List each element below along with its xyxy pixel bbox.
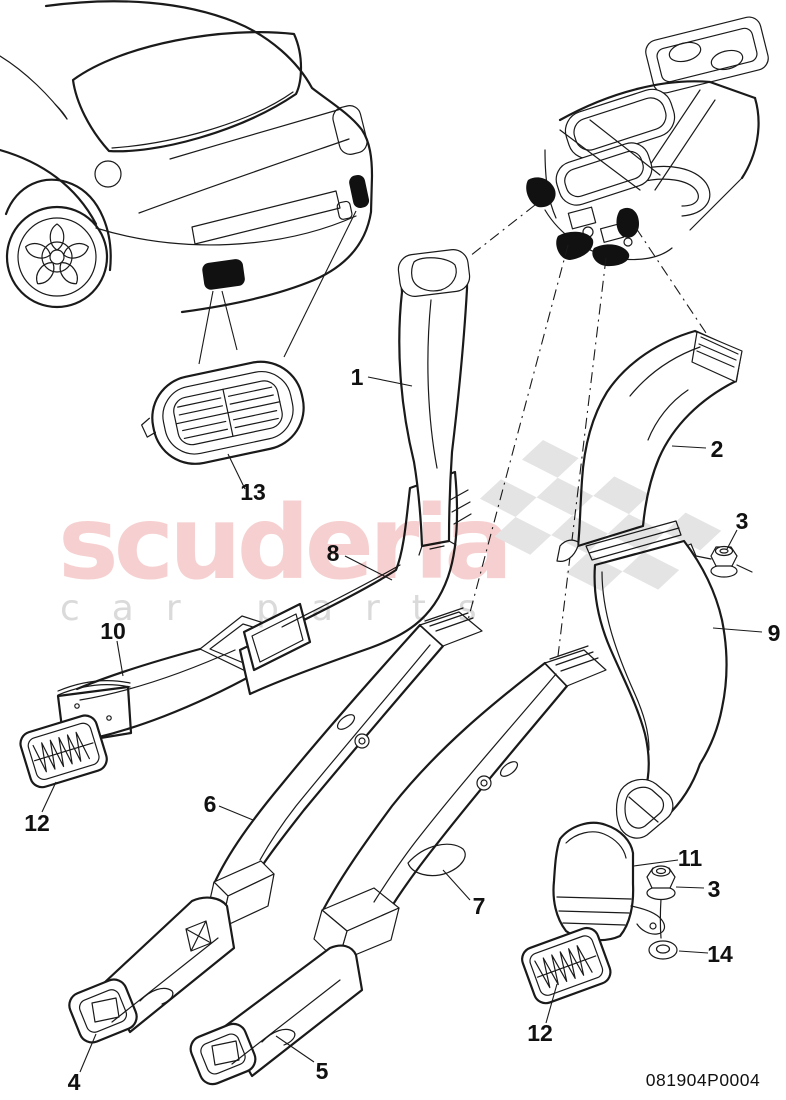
watermark-brand: scuderia [58, 484, 508, 603]
wheel [5, 205, 109, 309]
checkered-flag-watermark [479, 440, 722, 592]
callout-3-lower: 3 [708, 876, 721, 902]
callout-2: 2 [711, 436, 724, 462]
reflector [336, 200, 353, 220]
wheel-spokes [25, 223, 89, 285]
bumper-vent-marker [202, 259, 245, 290]
callout-6: 6 [204, 791, 217, 817]
duct-part-1 [397, 249, 472, 556]
callout-leaders [41, 376, 763, 1073]
callout-13: 13 [240, 479, 266, 505]
callout-11: 11 [678, 845, 703, 871]
callout-labels: 1 2 3 4 5 6 7 8 9 10 11 12 12 13 14 3 [24, 364, 780, 1095]
duct-part-7 [313, 645, 607, 963]
callout-5: 5 [316, 1058, 329, 1084]
diagram-code: 081904P0004 [646, 1070, 761, 1090]
duct-part-8 [238, 470, 459, 696]
callout-7: 7 [473, 893, 486, 919]
nut-part-3-upper [710, 545, 738, 578]
callout-14: 14 [707, 941, 733, 967]
hvac-outlet-marker-left [526, 177, 556, 208]
hvac-outlet-marker-bottom-right [592, 244, 630, 267]
foot-grille-part-12-right [521, 926, 612, 1005]
duct-part-5 [189, 944, 364, 1086]
car-rear-illustration [0, 0, 374, 365]
callout-10: 10 [100, 618, 126, 644]
callout-3-upper: 3 [736, 508, 749, 534]
watermark-tagline: car parts [60, 588, 509, 629]
hvac-outlet-marker-bottom-left [556, 231, 594, 260]
duct-part-6 [206, 607, 483, 929]
side-vent-marker [349, 174, 370, 208]
hvac-unit-illustration [526, 16, 769, 267]
nut-part-3-lower [646, 865, 676, 939]
hvac-outlet-marker-right [616, 207, 639, 238]
callout-12-right: 12 [527, 1020, 553, 1046]
callout-8: 8 [327, 540, 340, 566]
assembly-dashed-lines [467, 204, 713, 657]
duct-part-4 [68, 896, 236, 1044]
callout-4: 4 [68, 1069, 81, 1095]
duct-part-11 [552, 821, 666, 942]
vent-grille-part-13 [141, 360, 305, 465]
callout-9: 9 [768, 620, 781, 646]
callout-12-left: 12 [24, 810, 50, 836]
callout-1: 1 [351, 364, 364, 390]
watermark: scuderia car parts [58, 440, 722, 629]
washer-part-14 [648, 940, 678, 960]
foot-grille-part-12-left [19, 714, 108, 789]
license-plate-recess [191, 190, 341, 245]
taillight [332, 105, 368, 155]
